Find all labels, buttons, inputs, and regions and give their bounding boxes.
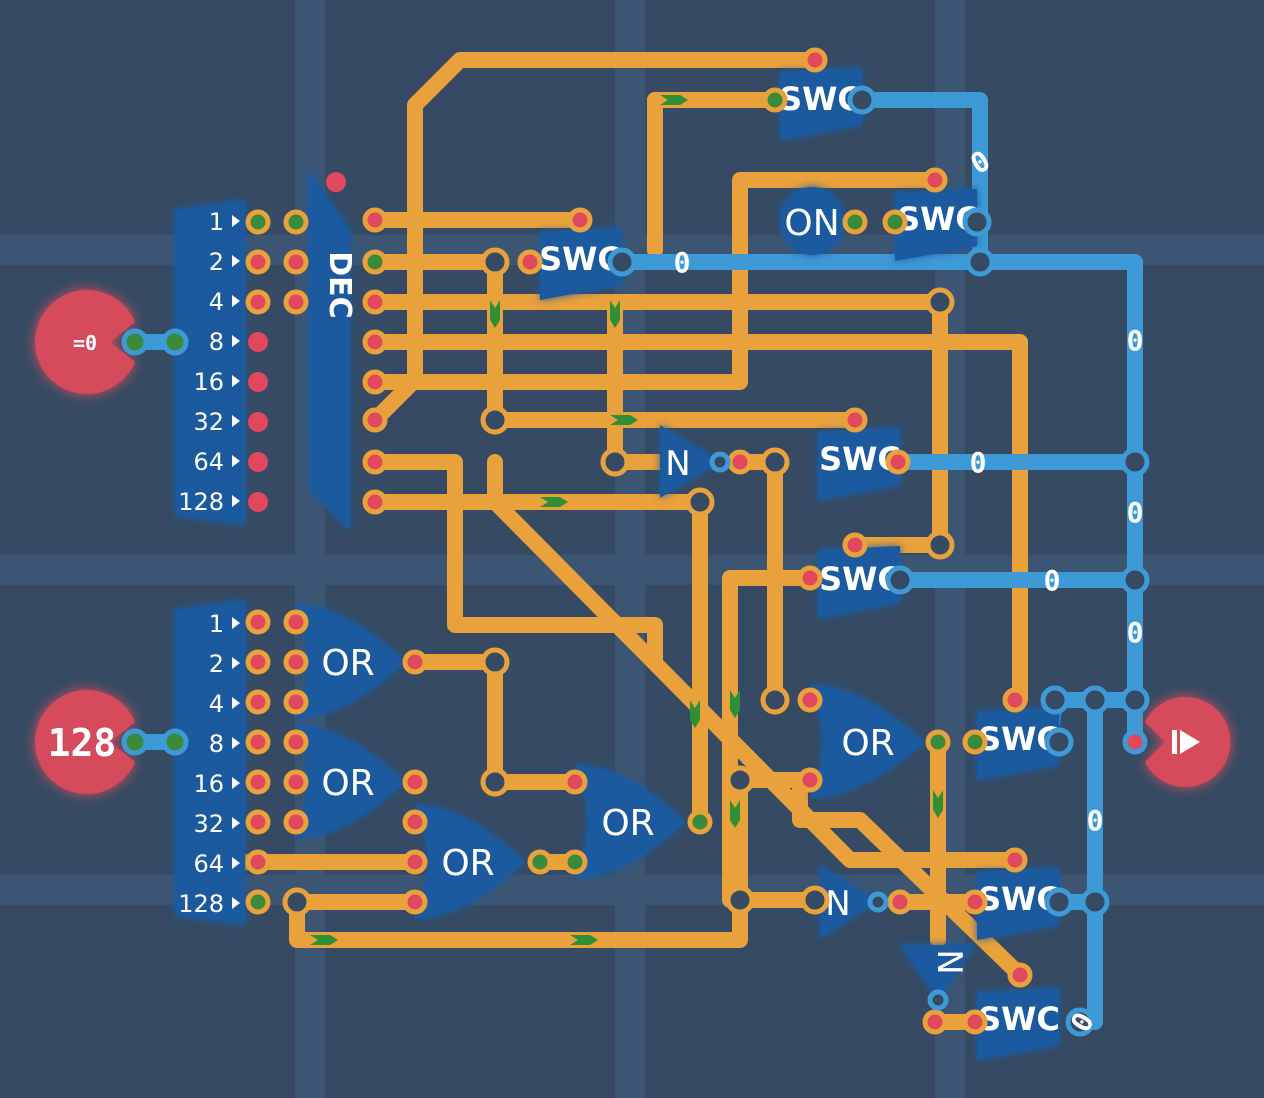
pin-label: 16: [193, 368, 224, 396]
switch-label: SWC: [539, 240, 621, 278]
input-zero-label: =0: [73, 331, 97, 355]
bus-value: 0: [970, 446, 987, 479]
or-gate-label: OR: [321, 763, 374, 804]
pin-label: 4: [209, 690, 224, 718]
pin-label: 2: [209, 650, 224, 678]
bus-value: 0: [965, 144, 996, 181]
decoder[interactable]: DEC: [308, 170, 357, 530]
switches[interactable]: [540, 68, 1059, 1060]
pin-label: 8: [209, 730, 224, 758]
input-value-node[interactable]: [35, 690, 135, 795]
play-icon: [1172, 730, 1200, 754]
bus-value: 0: [1127, 324, 1144, 357]
switch-label: SWC: [779, 80, 861, 118]
not-gate-label: N: [665, 444, 690, 484]
not-gate-label: N: [929, 949, 969, 974]
pin-label: 16: [193, 770, 224, 798]
byte-input-bottom[interactable]: 1 2 4 8 16 32 64 128: [175, 600, 245, 925]
pin-label: 32: [193, 408, 224, 436]
bus-value: 0: [1044, 564, 1061, 597]
switch-label: SWC: [978, 1000, 1060, 1038]
or-gate-label: OR: [321, 643, 374, 684]
wires[interactable]: [237, 52, 1028, 1030]
or-gate-label: OR: [601, 803, 654, 844]
bus-value: 0: [1127, 616, 1144, 649]
pin-label: 2: [209, 248, 224, 276]
decoder-label: DEC: [322, 251, 357, 318]
pin-label: 4: [209, 288, 224, 316]
signal-arrows: [310, 95, 943, 945]
bus-value: 0: [674, 246, 691, 279]
byte-input-top[interactable]: 1 2 4 8 16 32 64 128: [175, 200, 245, 525]
pin-label: 64: [193, 448, 224, 476]
pin-label: 128: [178, 890, 224, 918]
pin-label: 1: [209, 610, 224, 638]
not-gate-label: N: [825, 884, 850, 924]
pin-label: 64: [193, 850, 224, 878]
or-gate-label: OR: [441, 843, 494, 884]
pin-label: 128: [178, 488, 224, 516]
pin-label: 32: [193, 810, 224, 838]
or-gate-label: OR: [841, 723, 894, 764]
on-constant[interactable]: [780, 187, 844, 255]
on-label: ON: [784, 203, 839, 244]
or-gates[interactable]: [295, 605, 925, 918]
pin-label: 8: [209, 328, 224, 356]
bus-value: 0: [1127, 496, 1144, 529]
input-zero-node[interactable]: [35, 290, 135, 395]
not-gates[interactable]: [660, 425, 975, 1000]
input-value-label: 128: [48, 721, 117, 765]
bus-value: 0: [1087, 804, 1104, 837]
pin-label: 1: [209, 208, 224, 236]
pins[interactable]: [121, 47, 1150, 1037]
